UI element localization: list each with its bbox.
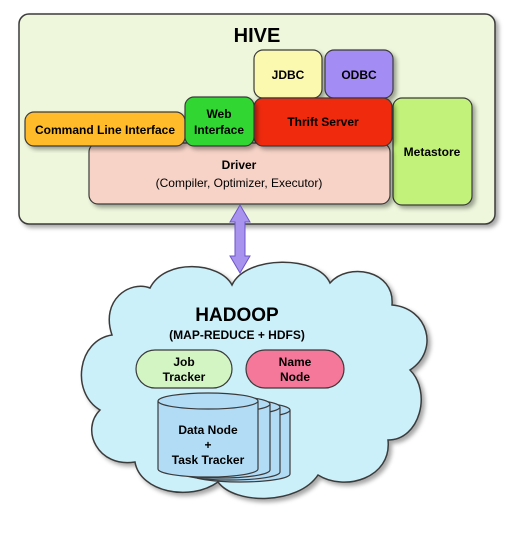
thrift-server-label: Thrift Server	[287, 115, 359, 129]
metastore-label: Metastore	[404, 145, 461, 159]
web-interface-label-line2: Interface	[194, 123, 244, 137]
data-node-label-line3: Task Tracker	[172, 453, 245, 467]
jdbc-label: JDBC	[272, 68, 305, 82]
hive-title: HIVE	[234, 25, 281, 47]
data-node-cylinder-front	[157, 392, 259, 478]
driver-title: Driver	[222, 158, 257, 172]
double-arrow-connector	[229, 204, 251, 274]
driver-node: Driver (Compiler, Optimizer, Executor)	[88, 142, 391, 205]
hadoop-subtitle: (MAP-REDUCE + HDFS)	[169, 328, 305, 342]
job-tracker-node: Job Tracker	[135, 349, 233, 389]
jdbc-node: JDBC	[253, 49, 323, 99]
name-node-label-line1: Name	[279, 355, 312, 369]
data-node-stack: Data Node + Task Tracker	[157, 392, 291, 483]
hadoop-title: HADOOP	[195, 305, 279, 326]
job-tracker-label-line1: Job	[173, 355, 194, 369]
data-node-label-line2: +	[204, 438, 211, 452]
odbc-label: ODBC	[341, 68, 377, 82]
web-interface-node: Web Interface	[184, 96, 255, 147]
thrift-server-node: Thrift Server	[253, 97, 393, 147]
metastore-node: Metastore	[392, 97, 473, 206]
command-line-interface-node: Command Line Interface	[24, 111, 186, 147]
odbc-node: ODBC	[324, 49, 394, 99]
name-node-label-line2: Node	[280, 370, 310, 384]
data-node-label-line1: Data Node	[178, 423, 238, 437]
web-interface-label-line1: Web	[206, 107, 231, 121]
name-node-node: Name Node	[245, 349, 345, 389]
driver-subtitle: (Compiler, Optimizer, Executor)	[156, 176, 323, 190]
command-line-interface-label: Command Line Interface	[35, 123, 175, 137]
job-tracker-label-line2: Tracker	[163, 370, 206, 384]
